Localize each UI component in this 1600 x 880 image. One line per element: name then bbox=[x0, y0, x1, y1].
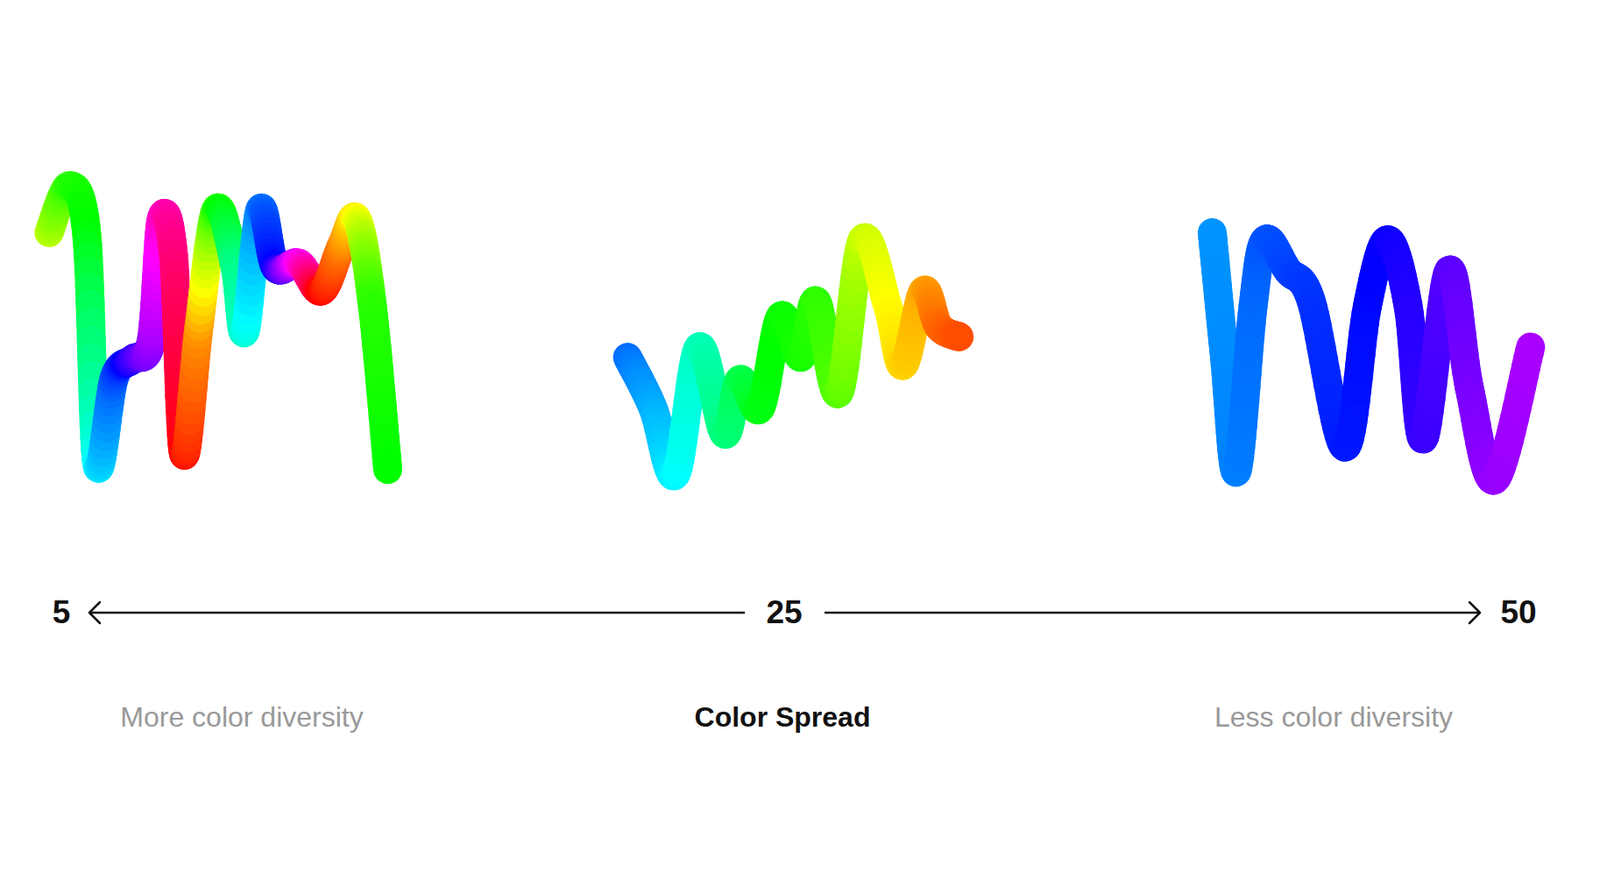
arrow-head bbox=[1469, 601, 1480, 624]
gradient-stroke bbox=[627, 237, 959, 476]
arrow-head bbox=[89, 601, 100, 624]
axis-value: 25 bbox=[765, 594, 802, 631]
axis-end-label: More color diversity bbox=[120, 701, 363, 733]
axis-line bbox=[89, 611, 745, 615]
color-strokes bbox=[49, 185, 1531, 481]
axis-value: 50 bbox=[1500, 594, 1537, 631]
axis-end-label: Less color diversity bbox=[1214, 701, 1453, 733]
stroke-segment bbox=[957, 321, 959, 351]
stroke-segment bbox=[1529, 346, 1530, 353]
gradient-stroke bbox=[1211, 233, 1530, 481]
axis-value: 5 bbox=[52, 594, 71, 631]
axis-title: Color Spread bbox=[694, 701, 871, 733]
gradient-stroke bbox=[49, 185, 389, 470]
stroke-segment bbox=[943, 321, 974, 351]
stroke-segment bbox=[372, 463, 403, 470]
axis-line bbox=[824, 611, 1480, 615]
